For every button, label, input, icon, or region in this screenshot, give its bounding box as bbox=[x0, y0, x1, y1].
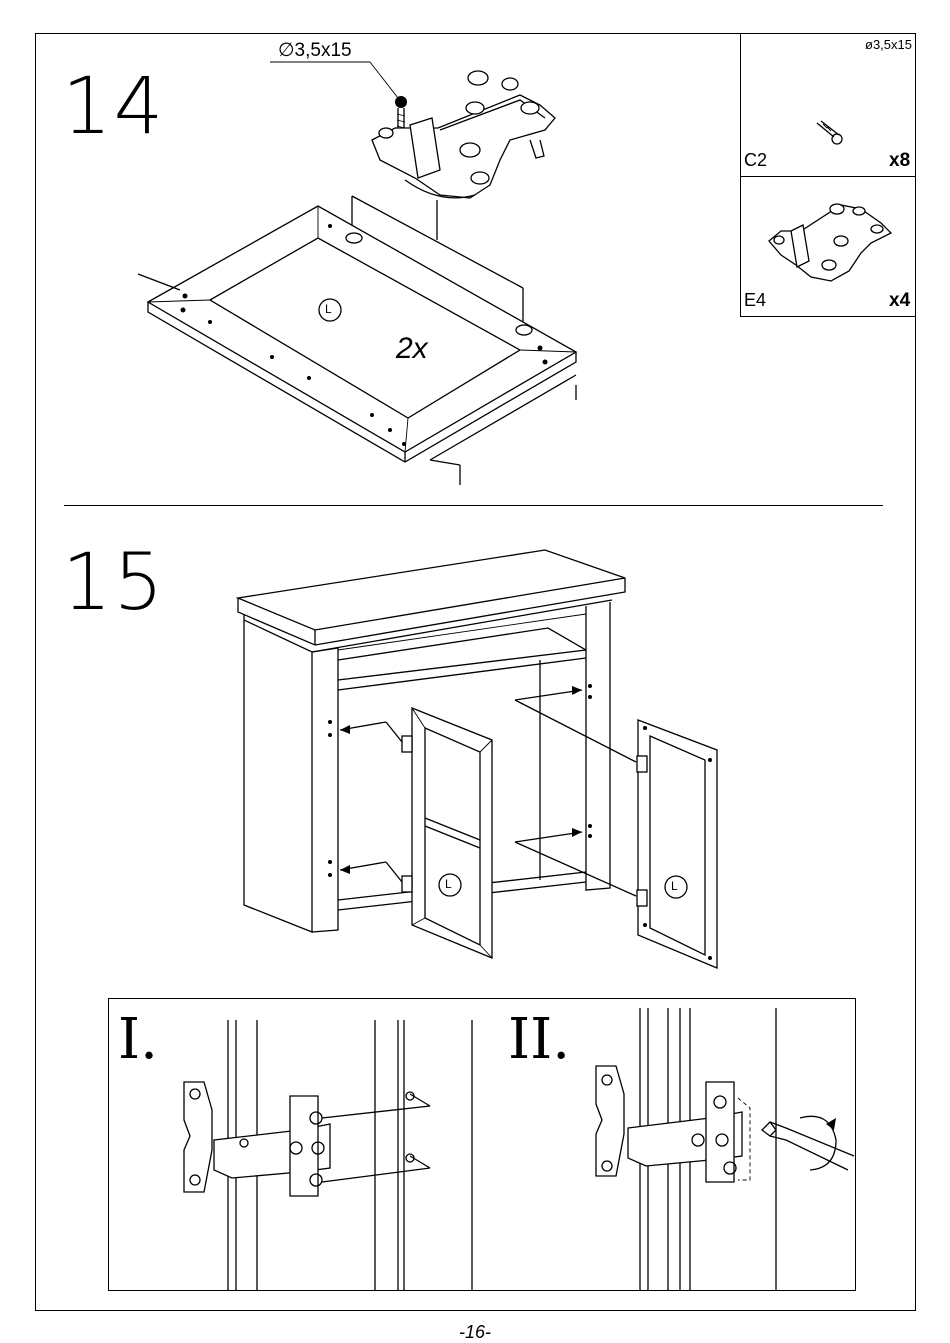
detail-illustrations bbox=[0, 0, 950, 1300]
page-number: -16- bbox=[0, 1322, 950, 1343]
hinge-icon bbox=[596, 1066, 742, 1182]
